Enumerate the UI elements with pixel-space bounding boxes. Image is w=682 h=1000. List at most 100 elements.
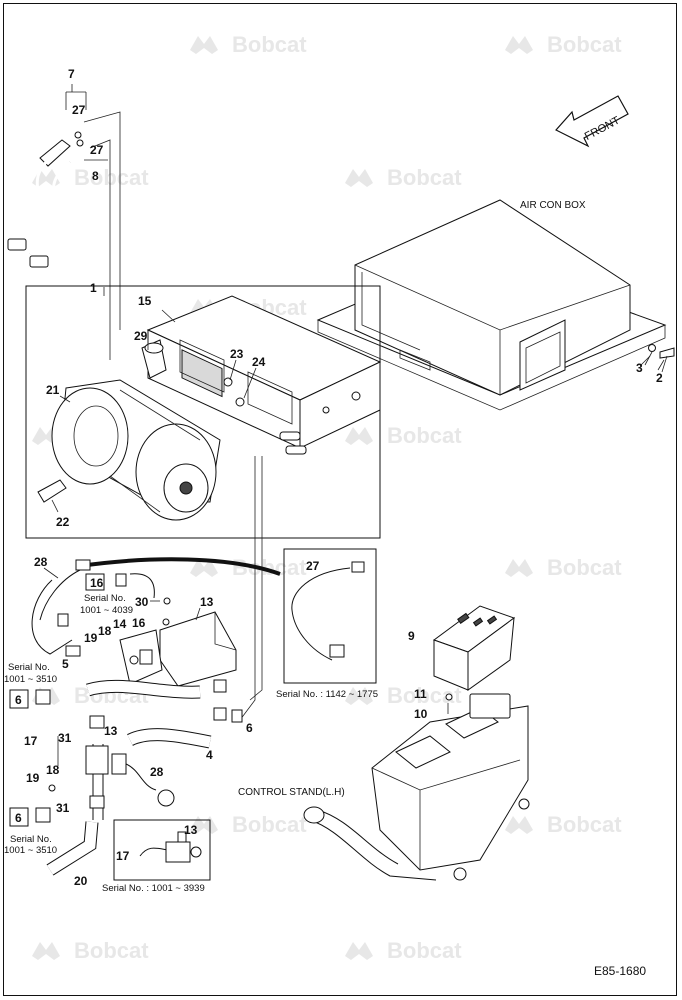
control-stand-label: CONTROL STAND(L.H) [238, 787, 345, 798]
callout-16: 16 [132, 616, 146, 630]
inset-box-3939 [113, 819, 211, 881]
bobcat-logo-icon: Bobcat [345, 683, 462, 708]
drawing-frame [3, 3, 677, 996]
leader-15 [161, 309, 176, 323]
watermark-text: Bobcat [232, 32, 307, 57]
callout-24: 24 [252, 355, 266, 369]
clip-parts: 6 6 [9, 679, 243, 827]
heater-unit [141, 295, 382, 455]
callout-30: 30 [135, 595, 149, 609]
svg-text:16: 16 [90, 576, 104, 590]
serial-label: Serial No. [8, 662, 50, 673]
callout-18: 18 [98, 624, 112, 638]
serial-label: Serial No. [84, 593, 126, 604]
pipe-assembly [7, 111, 121, 360]
leader-3 [639, 355, 651, 367]
bobcat-logo-icon: Bobcat [505, 812, 622, 837]
wire-harness [31, 557, 281, 657]
watermark-text: Bobcat [387, 423, 462, 448]
callout-6: 6 [246, 721, 253, 735]
callout-18: 18 [46, 763, 60, 777]
watermark-text: Bobcat [232, 555, 307, 580]
callout-26: 27 [90, 143, 104, 157]
bobcat-logo-icon: Bobcat [505, 555, 622, 580]
serial-label: Serial No. : 1142 ~ 1775 [276, 689, 378, 700]
callout-31: 31 [56, 801, 70, 815]
callout-15: 15 [138, 294, 152, 308]
callout-11: 11 [414, 687, 427, 701]
serial-box-4039: 16 [85, 573, 171, 605]
bobcat-logo-icon: Bobcat [190, 32, 307, 57]
bobcat-logo-icon: Bobcat [345, 423, 462, 448]
watermark-text: Bobcat [232, 812, 307, 837]
callout-21: 21 [46, 383, 60, 397]
callout-5: 5 [62, 657, 69, 671]
bobcat-logo-icon: Bobcat [32, 938, 149, 963]
callout-31: 31 [58, 731, 72, 745]
drawing-code: E85-1680 [594, 964, 646, 978]
callout-3: 3 [636, 361, 643, 375]
watermark-text: Bobcat [387, 165, 462, 190]
serial-label: 1001 ~ 4039 [80, 605, 133, 616]
bobcat-logo-icon: Bobcat [345, 165, 462, 190]
leader-24 [243, 367, 257, 399]
bobcat-logo-icon: Bobcat [32, 165, 149, 190]
watermark-text: Bobcat [547, 812, 622, 837]
callout-19: 19 [26, 771, 40, 785]
leader-21 [59, 395, 71, 403]
callout-17: 17 [24, 734, 38, 748]
watermark-text: Bobcat [547, 32, 622, 57]
callout-8: 8 [92, 169, 99, 183]
callout-7: 7 [68, 67, 75, 81]
callout-28: 28 [150, 765, 164, 779]
serial-label: Serial No. [10, 834, 52, 845]
blower-assembly [51, 379, 221, 521]
callout-10: 10 [414, 707, 428, 721]
inset-box-1142 [283, 548, 377, 684]
bobcat-logo-icon: Bobcat [190, 812, 307, 837]
front-arrow-icon: FRONT [555, 95, 629, 148]
callout-1: 1 [90, 281, 97, 295]
inset-valve [139, 831, 202, 863]
callout-25: 27 [72, 103, 86, 117]
valve-bracket [119, 607, 237, 687]
callout-19: 19 [84, 631, 98, 645]
air-con-box [316, 199, 667, 411]
bolt-parts [644, 344, 675, 373]
watermark-text: Bobcat [74, 165, 149, 190]
watermarks: Bobcat Bobcat Bobcat Bobcat Bobcat Bobca… [32, 32, 622, 963]
leader-22 [51, 499, 59, 513]
callout-numbers: 7 27 27 8 1 15 29 23 24 21 22 3 2 28 27 … [24, 67, 663, 888]
watermark-text: Bobcat [547, 555, 622, 580]
control-panel [432, 605, 516, 714]
bobcat-logo-icon: Bobcat [345, 938, 462, 963]
callout-2: 2 [656, 371, 663, 385]
callout-13-inset: 13 [184, 823, 198, 837]
callout-23: 23 [230, 347, 244, 361]
callout-13: 13 [104, 724, 118, 738]
watermark-text: Bobcat [387, 938, 462, 963]
air-con-box-label: AIR CON BOX [520, 200, 586, 211]
clip-part [37, 479, 67, 503]
serial-label: Serial No. : 1001 ~ 3939 [102, 883, 205, 894]
callout-27: 28 [34, 555, 48, 569]
callout-27-inset: 27 [306, 559, 320, 573]
callout-17-inset: 17 [116, 849, 130, 863]
svg-text:6: 6 [15, 811, 22, 825]
callout-22: 22 [56, 515, 70, 529]
heater-unit-frame [25, 285, 381, 539]
inset-harness [291, 561, 365, 661]
bobcat-logo-icon: Bobcat [505, 32, 622, 57]
leader-23 [229, 359, 237, 381]
serial-label: 1001 ~ 3510 [4, 674, 57, 685]
callout-29: 29 [134, 329, 148, 343]
water-valve [48, 736, 175, 807]
watermark-text: Bobcat [74, 938, 149, 963]
control-stand [303, 693, 530, 881]
bobcat-logo-icon: Bobcat [190, 555, 307, 580]
callout-9: 9 [408, 629, 415, 643]
callout-4: 4 [206, 748, 213, 762]
callout-14: 14 [113, 617, 127, 631]
callout-20: 20 [74, 874, 88, 888]
